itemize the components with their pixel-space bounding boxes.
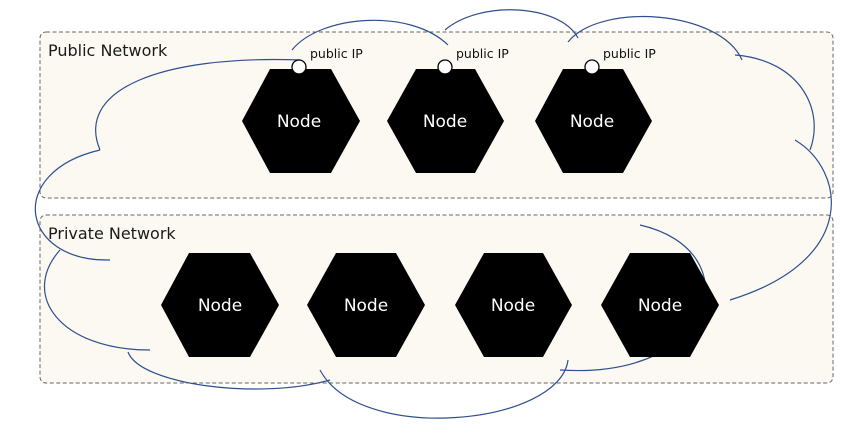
private-node-1: Node	[161, 253, 279, 357]
public-network-label: Public Network	[48, 41, 168, 60]
node-label: Node	[491, 296, 535, 316]
public-ip-label: public IP	[456, 46, 509, 61]
hexagon-icon	[161, 253, 279, 357]
public-node-2: Node public IP	[387, 46, 509, 173]
circle-port-icon	[584, 59, 600, 75]
hexagon-icon	[387, 69, 504, 173]
hexagon-icon	[307, 253, 425, 357]
hexagon-icon	[242, 69, 360, 173]
node-label: Node	[570, 112, 614, 132]
public-node-1: Node public IP	[242, 46, 363, 173]
hexagon-icon	[455, 253, 572, 357]
hexagon-icon	[601, 253, 719, 357]
cloud-outline	[34, 9, 832, 419]
hexagon-icon	[535, 69, 652, 173]
circle-port-icon	[291, 59, 307, 75]
node-label: Node	[423, 112, 467, 132]
node-label: Node	[344, 296, 388, 316]
private-node-2: Node	[307, 253, 425, 357]
public-node-3: Node public IP	[535, 46, 656, 173]
private-node-3: Node	[455, 253, 572, 357]
public-ip-label: public IP	[603, 46, 656, 61]
circle-port-icon	[437, 59, 453, 75]
node-label: Node	[198, 296, 242, 316]
node-label: Node	[638, 296, 682, 316]
public-ip-label: public IP	[310, 46, 363, 61]
node-label: Node	[277, 112, 321, 132]
private-node-4: Node	[601, 253, 719, 357]
private-network-label: Private Network	[48, 224, 176, 243]
